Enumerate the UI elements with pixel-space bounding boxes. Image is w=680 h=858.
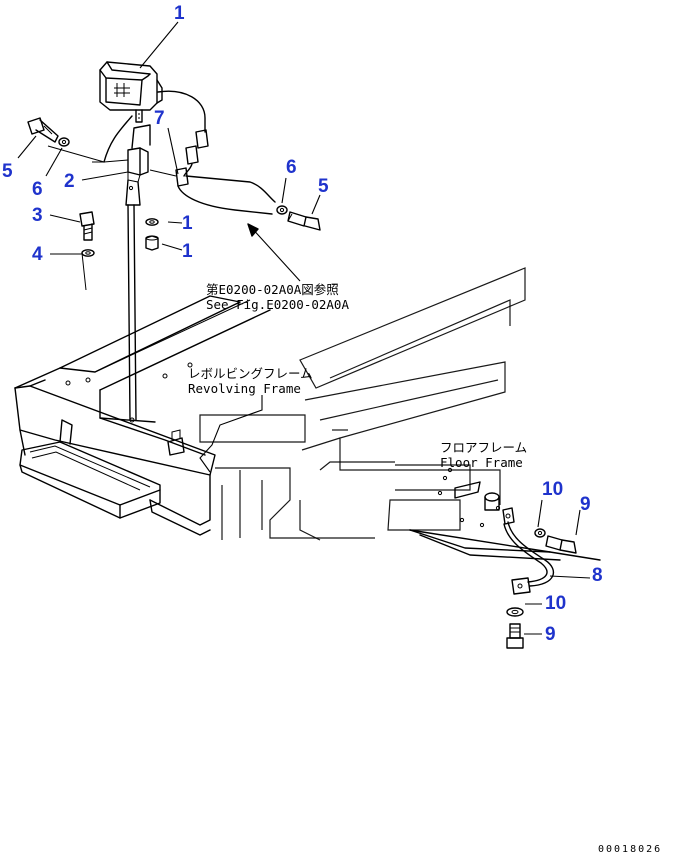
floor-frame-drawing (409, 467, 601, 561)
floor-frame-label-jp: フロアフレーム (440, 440, 528, 455)
callout-1-lamp[interactable]: 1 (174, 3, 185, 24)
revolving-frame-label: レボルビングフレーム Revolving Frame (188, 366, 313, 396)
watermark-logo (199, 267, 526, 541)
callout-8-ground-strap[interactable]: 8 (592, 565, 603, 586)
fasteners-left-drawing (27, 117, 159, 291)
callout-3-bolt[interactable]: 3 (32, 205, 43, 226)
callout-9-bolt-right[interactable]: 9 (580, 494, 591, 515)
leader-lines (17, 21, 591, 635)
ground-strap-drawing (503, 521, 577, 649)
see-fig-note-jp: 第E0200-02A0A図参照 (206, 282, 339, 297)
revolving-frame-label-en: Revolving Frame (188, 381, 301, 396)
callout-1-nut[interactable]: 1 (182, 241, 193, 262)
callout-4-washer[interactable]: 4 (32, 244, 43, 265)
callout-5-bolt-left[interactable]: 5 (2, 161, 13, 182)
document-number: 00018026 (598, 844, 663, 855)
callout-6-washer-left[interactable]: 6 (32, 179, 43, 200)
callout-2-bracket[interactable]: 2 (64, 171, 75, 192)
work-lamp-drawing (92, 61, 206, 206)
see-fig-note: 第E0200-02A0A図参照 See Fig.E0200-02A0A (206, 282, 349, 312)
callout-10-washer-right[interactable]: 10 (542, 479, 564, 500)
callout-9-bolt-lower[interactable]: 9 (545, 624, 556, 645)
floor-frame-label-en: Floor Frame (440, 455, 523, 470)
revolving-frame-drawing (14, 204, 271, 536)
floor-frame-label: フロアフレーム Floor Frame (440, 440, 527, 470)
see-fig-note-en: See Fig.E0200-02A0A (206, 297, 349, 312)
revolving-frame-label-jp: レボルビングフレーム (188, 366, 313, 381)
callout-5-bolt-right[interactable]: 5 (318, 176, 329, 197)
callout-1-washer[interactable]: 1 (182, 213, 193, 234)
harness-drawing (47, 129, 321, 231)
callout-6-washer-right[interactable]: 6 (286, 157, 297, 178)
callout-10-washer-lower[interactable]: 10 (545, 593, 567, 614)
callout-7-harness[interactable]: 7 (154, 108, 165, 129)
